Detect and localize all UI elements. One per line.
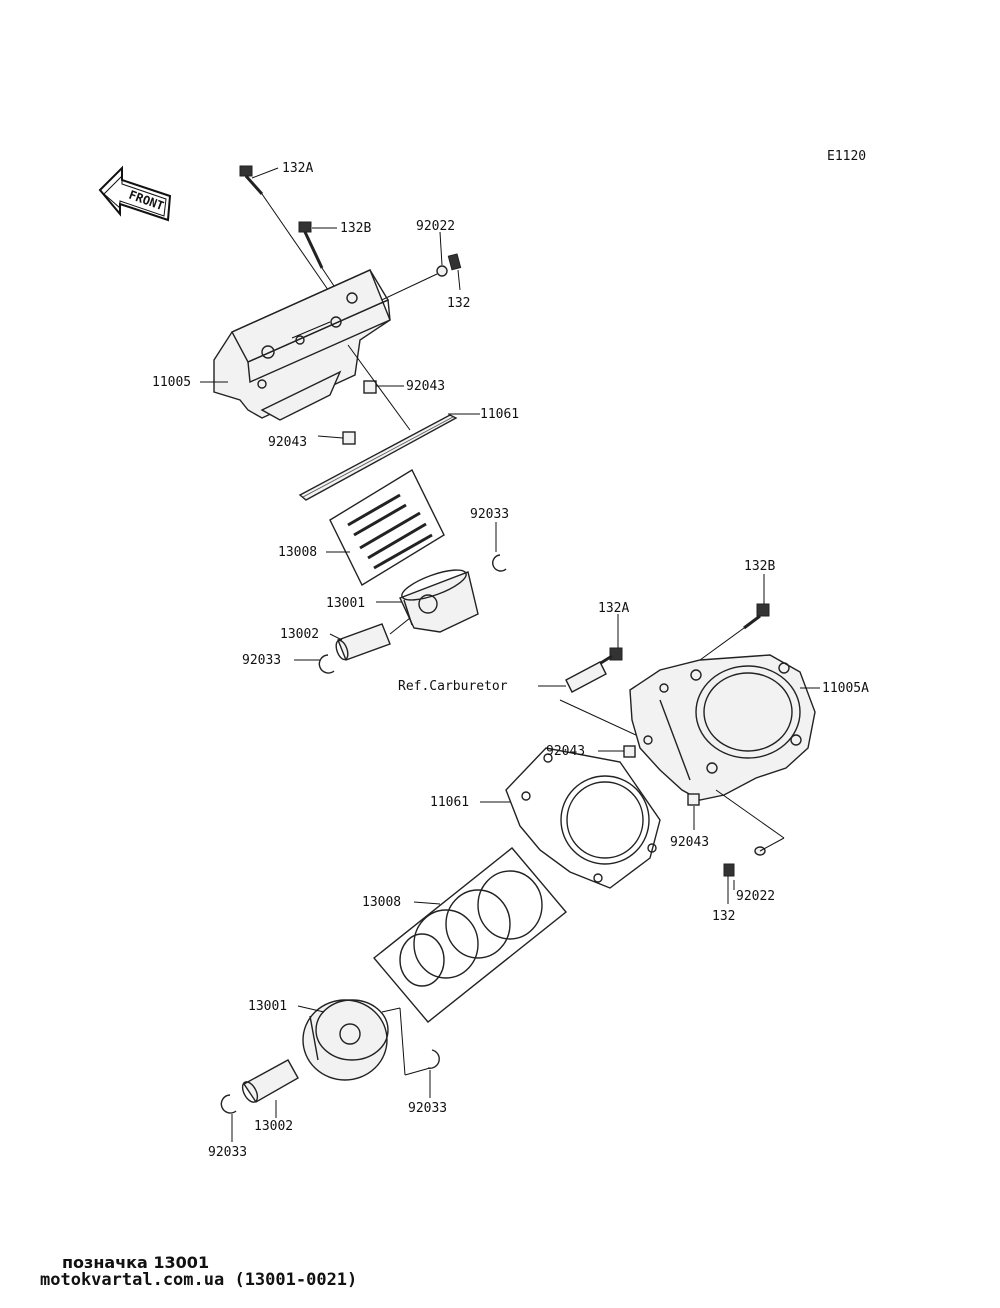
svg-text:132A: 132A xyxy=(598,601,629,616)
svg-text:92033: 92033 xyxy=(208,1145,247,1160)
cylinder-11005 xyxy=(213,269,391,421)
label-92033-c: 92033 xyxy=(408,1070,447,1116)
label-ref-carburetor: Ref.Carburetor xyxy=(398,679,566,694)
svg-text:13008: 13008 xyxy=(362,895,401,910)
svg-text:13001: 13001 xyxy=(248,999,287,1014)
bolt-132A-top xyxy=(239,165,336,301)
svg-text:13008: 13008 xyxy=(278,545,317,560)
clip-92033-c xyxy=(427,1049,440,1069)
label-13002-bottom: 13002 xyxy=(254,1100,293,1134)
svg-text:Ref.Carburetor: Ref.Carburetor xyxy=(398,679,508,694)
svg-text:92033: 92033 xyxy=(242,653,281,668)
svg-text:92043: 92043 xyxy=(670,835,709,850)
label-13001-top: 13001 xyxy=(326,596,402,611)
dowel-92043-a xyxy=(363,380,377,394)
svg-text:11061: 11061 xyxy=(480,407,519,422)
label-132-top: 132 xyxy=(447,269,470,311)
piston-13001-top xyxy=(399,569,479,633)
dowel-92043-b xyxy=(342,431,356,445)
label-92022-top: 92022 xyxy=(416,219,455,266)
label-132A-mid: 132A xyxy=(598,601,629,648)
svg-text:92022: 92022 xyxy=(736,889,775,904)
dowel-92043-d xyxy=(687,793,700,806)
label-92033-d: 92033 xyxy=(208,1114,247,1160)
label-92043-d: 92043 xyxy=(670,806,709,850)
piston-13001-bottom xyxy=(302,999,389,1081)
washer-92022-bottom xyxy=(715,789,785,877)
gasket-11061-top xyxy=(298,414,458,501)
label-92033-a: 92033 xyxy=(470,507,509,552)
label-92043-c: 92043 xyxy=(546,744,624,759)
svg-text:132B: 132B xyxy=(744,559,775,574)
label-11061-top: 11061 xyxy=(448,407,519,422)
svg-text:92043: 92043 xyxy=(546,744,585,759)
svg-text:11005: 11005 xyxy=(152,375,191,390)
label-132B-right: 132B xyxy=(744,559,775,604)
front-arrow-icon: FRONT xyxy=(98,165,172,222)
svg-text:11005A: 11005A xyxy=(822,681,869,696)
label-11005: 11005 xyxy=(152,375,228,390)
svg-text:13001: 13001 xyxy=(326,596,365,611)
svg-text:13002: 13002 xyxy=(280,627,319,642)
svg-text:92033: 92033 xyxy=(470,507,509,522)
clip-92033-a xyxy=(492,554,507,572)
svg-text:92043: 92043 xyxy=(406,379,445,394)
footer-caption: позначка 13001 xyxy=(62,1253,210,1272)
label-11061-bottom: 11061 xyxy=(430,795,510,810)
svg-text:132B: 132B xyxy=(340,221,371,236)
label-13008-top: 13008 xyxy=(278,545,350,560)
svg-text:132A: 132A xyxy=(282,161,313,176)
diagram-code: E1120 xyxy=(827,149,866,164)
bolt-132B-top xyxy=(298,221,341,296)
label-132B-top: 132B xyxy=(312,221,371,236)
piston-leader-lines xyxy=(381,1007,431,1076)
svg-text:92022: 92022 xyxy=(416,219,455,234)
dowel-92043-c xyxy=(623,745,636,758)
svg-text:92033: 92033 xyxy=(408,1101,447,1116)
label-13002-top: 13002 xyxy=(280,627,343,642)
cylinder-11005A xyxy=(629,654,816,801)
label-132A-top: 132A xyxy=(251,161,313,179)
label-13001-bottom: 13001 xyxy=(248,999,325,1014)
label-92043-a: 92043 xyxy=(376,379,445,394)
label-11005A: 11005A xyxy=(800,681,869,696)
label-92033-b: 92033 xyxy=(242,653,320,668)
label-132-bottom: 132 xyxy=(712,876,735,924)
gasket-11061-bottom xyxy=(505,747,661,889)
footer-source: motokvartal.com.ua (13001-0021) xyxy=(40,1270,358,1290)
label-13008-bottom: 13008 xyxy=(362,895,441,910)
piston-pin-13002-bottom xyxy=(241,1059,299,1103)
svg-text:11061: 11061 xyxy=(430,795,469,810)
svg-text:92043: 92043 xyxy=(268,435,307,450)
clip-92033-b xyxy=(318,654,335,674)
piston-pin-13002-top xyxy=(335,617,411,661)
piston-rings-13008-top xyxy=(329,469,445,586)
piston-rings-13008-bottom xyxy=(373,847,567,1023)
bolt-132B-right xyxy=(699,603,770,661)
svg-text:132: 132 xyxy=(447,296,470,311)
clip-92033-d xyxy=(220,1094,237,1114)
svg-text:13002: 13002 xyxy=(254,1119,293,1134)
label-92022-bottom: 92022 xyxy=(733,880,775,904)
label-92043-b: 92043 xyxy=(268,435,344,450)
svg-text:132: 132 xyxy=(712,909,735,924)
